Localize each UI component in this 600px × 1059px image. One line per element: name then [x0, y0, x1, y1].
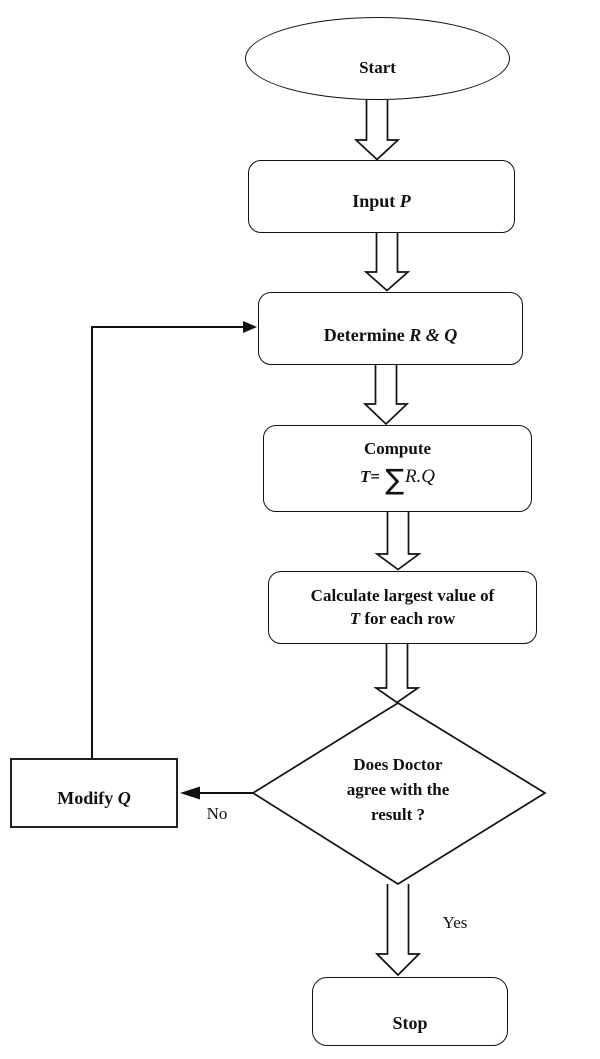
decision-label: Does Doctor agree with the result ? — [346, 755, 450, 824]
arrow-decision-to-stop — [374, 884, 422, 977]
stop-label: Stop — [392, 1012, 428, 1033]
compute-step: Compute T=∑R.Q — [263, 425, 532, 512]
compute-formula: T=∑R.Q — [359, 463, 436, 497]
input-step: Input P — [248, 160, 515, 233]
start-label: Start — [359, 58, 396, 78]
input-label: Input P — [352, 190, 411, 211]
arrow-input-to-determine — [363, 233, 411, 292]
arrow-start-to-input — [353, 100, 401, 161]
feedback-connector-line — [91, 326, 244, 758]
decision-diamond-shape — [251, 702, 547, 886]
feedback-connector-arrowhead — [243, 321, 257, 333]
stop-terminator: Stop — [312, 977, 508, 1046]
no-connector-arrowhead — [180, 786, 200, 800]
no-edge-label: No — [206, 804, 228, 823]
arrow-calculate-to-decision — [373, 644, 421, 704]
yes-edge-label: Yes — [442, 913, 468, 932]
arrow-compute-to-calculate — [374, 512, 422, 571]
modify-label: Modify Q — [57, 788, 131, 809]
determine-label: Determine R & Q — [323, 324, 458, 345]
arrow-determine-to-compute — [362, 365, 410, 426]
compute-title: Compute — [363, 439, 432, 459]
start-terminator: Start — [245, 17, 510, 100]
determine-step: Determine R & Q — [258, 292, 523, 365]
summation-symbol: ∑ — [385, 463, 404, 497]
modify-step: Modify Q — [10, 758, 178, 828]
